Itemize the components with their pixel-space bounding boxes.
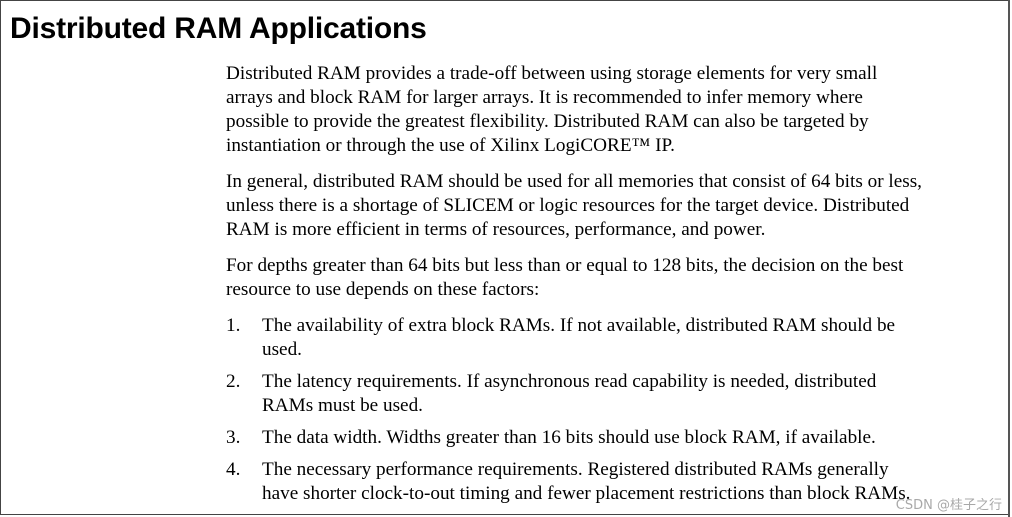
right-border-rule	[1008, 0, 1010, 517]
list-number: 3.	[226, 427, 241, 448]
page-title: Distributed RAM Applications	[10, 12, 427, 45]
list-item-text: The latency requirements. If asynchronou…	[262, 370, 1012, 418]
text-line: For depths greater than 64 bits but less…	[226, 255, 904, 276]
list-item: 2. The latency requirements. If asynchro…	[226, 370, 1012, 418]
paragraph-intro: Distributed RAM provides a trade-off bet…	[226, 62, 1012, 158]
text-line: The latency requirements. If asynchronou…	[262, 371, 877, 392]
text-line: RAM is more efficient in terms of resour…	[226, 219, 766, 240]
list-number: 4.	[226, 459, 241, 480]
watermark: CSDN @桂子之行	[895, 498, 1002, 513]
list-item-text: The data width. Widths greater than 16 b…	[262, 426, 1012, 450]
text-line: have shorter clock-to-out timing and few…	[262, 483, 911, 504]
document-body: Distributed RAM provides a trade-off bet…	[226, 62, 1012, 514]
list-item-text: The availability of extra block RAMs. If…	[262, 314, 1012, 362]
paragraph-depths: For depths greater than 64 bits but less…	[226, 254, 1012, 302]
text-line: arrays and block RAM for larger arrays. …	[226, 87, 863, 108]
text-line: RAMs must be used.	[262, 395, 423, 416]
paragraph-general: In general, distributed RAM should be us…	[226, 170, 1012, 242]
text-line: unless there is a shortage of SLICEM or …	[226, 195, 910, 216]
text-line: The necessary performance requirements. …	[262, 459, 889, 480]
text-line: In general, distributed RAM should be us…	[226, 171, 922, 192]
list-number: 2.	[226, 371, 241, 392]
list-item: 1. The availability of extra block RAMs.…	[226, 314, 1012, 362]
list-item-text: The necessary performance requirements. …	[262, 458, 1012, 506]
text-line: Distributed RAM provides a trade-off bet…	[226, 63, 878, 84]
list-item: 3. The data width. Widths greater than 1…	[226, 426, 1012, 450]
list-number: 1.	[226, 315, 241, 336]
text-line: resource to use depends on these factors…	[226, 279, 540, 300]
list-item: 4. The necessary performance requirement…	[226, 458, 1012, 506]
text-line: The availability of extra block RAMs. If…	[262, 315, 896, 336]
text-line: The data width. Widths greater than 16 b…	[262, 427, 876, 448]
factors-list: 1. The availability of extra block RAMs.…	[226, 314, 1012, 506]
text-line: used.	[262, 339, 302, 360]
text-line: instantiation or through the use of Xili…	[226, 135, 675, 156]
text-line: possible to provide the greatest flexibi…	[226, 111, 869, 132]
